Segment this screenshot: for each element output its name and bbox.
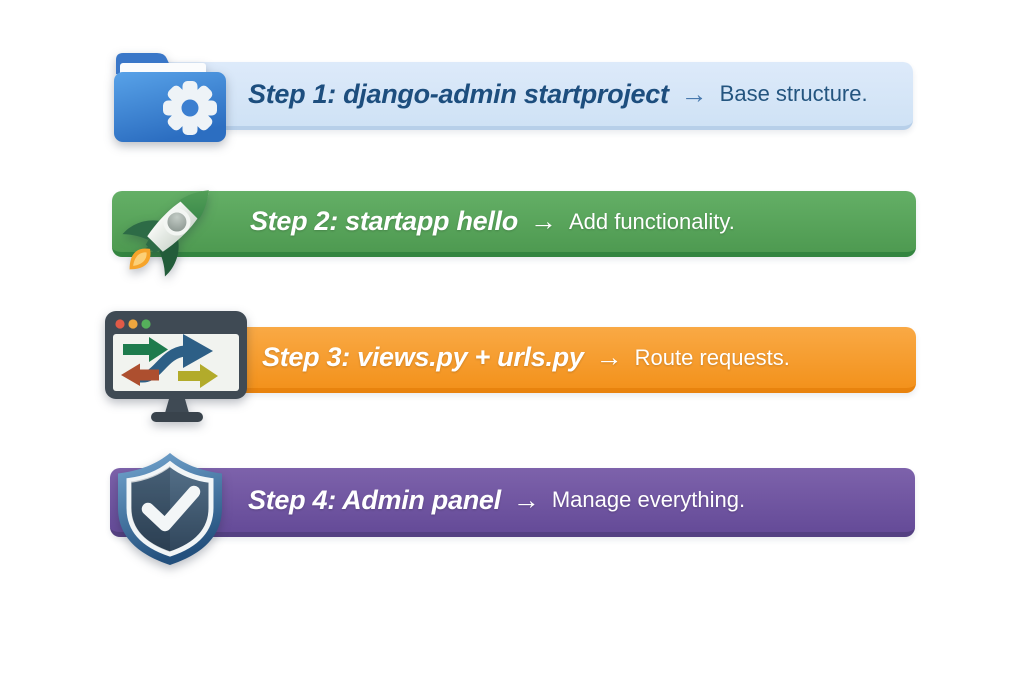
step-3-result: Route requests. (634, 344, 790, 370)
arrow-icon: → (595, 342, 623, 372)
step-1-result: Base structure. (719, 81, 868, 106)
green-dot-icon (141, 319, 151, 329)
step-2-result: Add functionality. (568, 208, 735, 234)
checkmark-icon (141, 485, 201, 532)
step-4-result: Manage everything. (551, 487, 746, 512)
red-dot-icon (115, 319, 125, 329)
step-banner-2: Step 2: startapp hello → Add functionali… (112, 191, 916, 257)
arrow-icon: → (680, 78, 708, 109)
step-4-title: Step 4: Admin panel (248, 484, 501, 515)
arrow-icon: → (512, 484, 540, 515)
monitor-routing-icon (105, 311, 247, 422)
step-banner-1: Step 1: django-admin startproject → Base… (132, 62, 913, 130)
step-banner-3: Step 3: views.py + urls.py → Route reque… (148, 327, 916, 393)
folder-gear-icon (114, 53, 226, 142)
gear-icon (163, 81, 217, 135)
arrow-icon: → (529, 206, 557, 236)
step-2-title: Step 2: startapp hello (250, 206, 518, 236)
green-right-arrow-icon (123, 337, 168, 362)
step-3-title: Step 3: views.py + urls.py (262, 342, 584, 372)
orange-dot-icon (128, 319, 138, 329)
olive-right-arrow-icon (178, 364, 218, 388)
shield-check-icon (118, 453, 222, 565)
rocket-icon (122, 190, 209, 277)
step-1-title: Step 1: django-admin startproject (248, 78, 669, 109)
step-banner-4: Step 4: Admin panel → Manage everything. (110, 468, 915, 537)
brown-left-arrow-icon (121, 363, 159, 386)
